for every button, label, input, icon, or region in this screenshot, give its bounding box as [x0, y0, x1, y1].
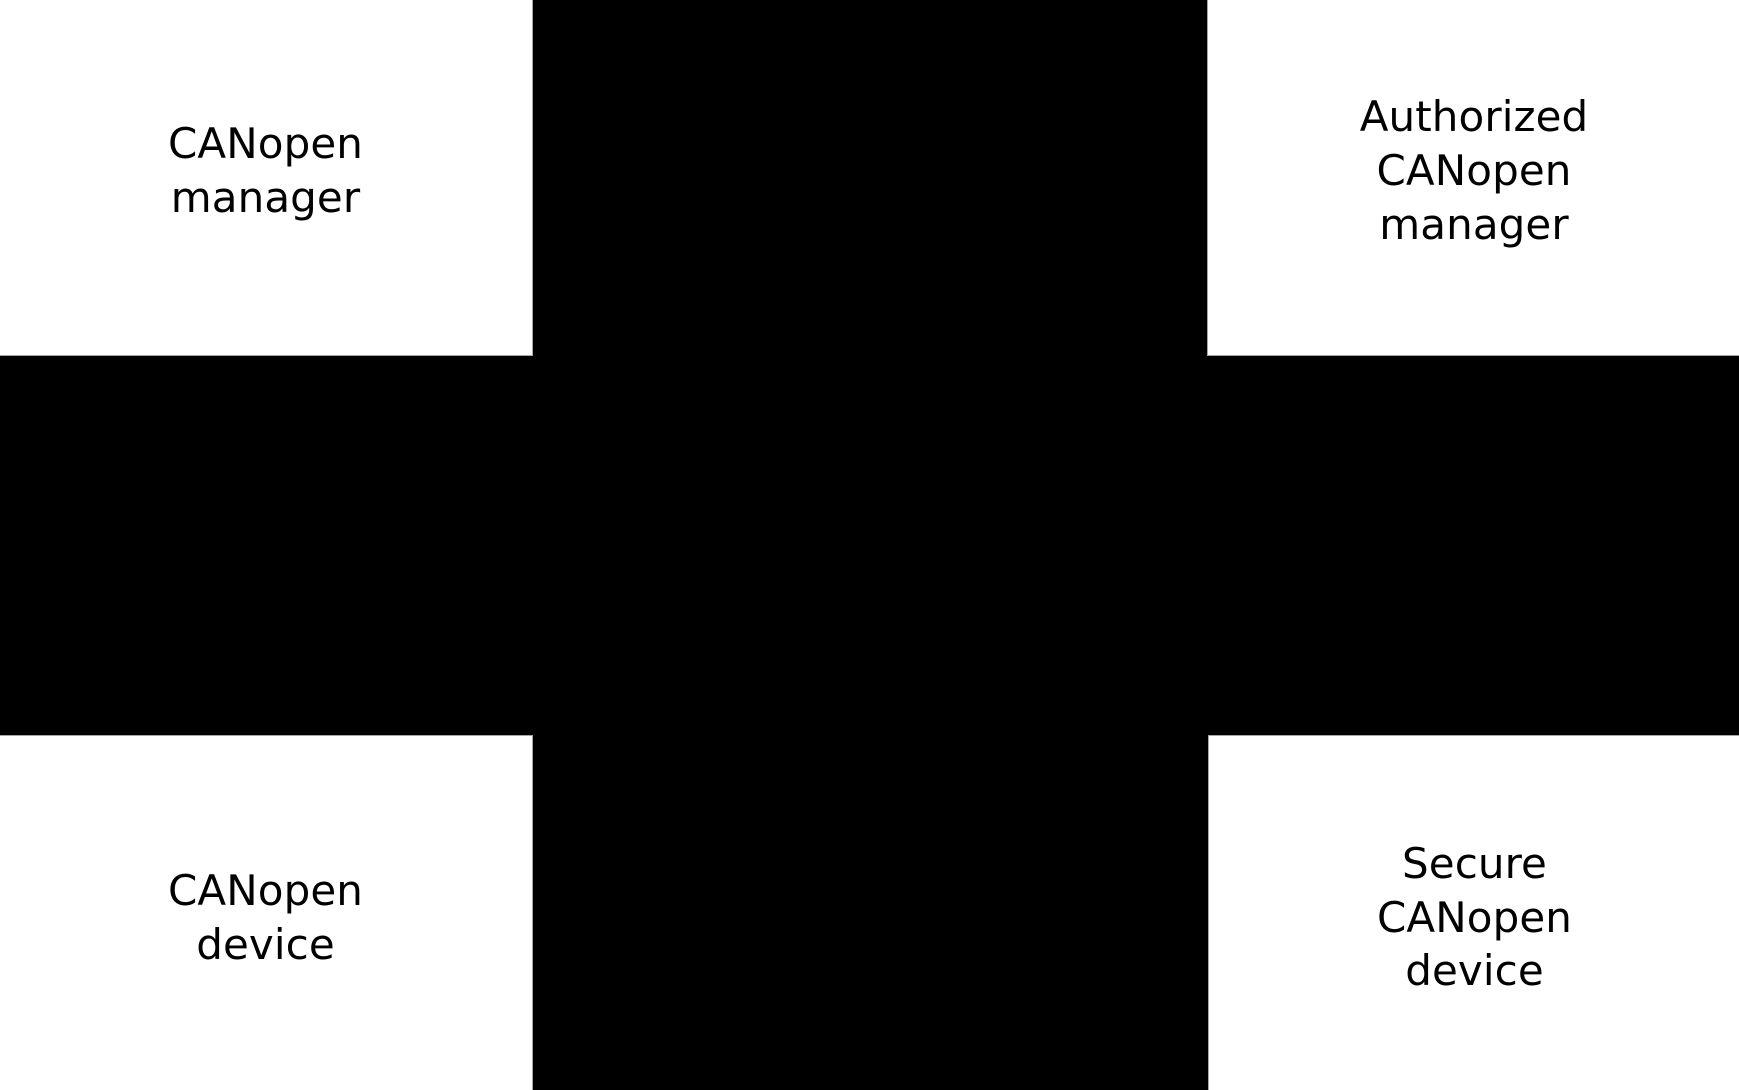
node-canopen-device-label: CANopen device — [168, 865, 363, 969]
node-secure-canopen-device[interactable]: Secure CANopen device — [1208, 735, 1739, 1090]
node-canopen-device[interactable]: CANopen device — [0, 735, 533, 1090]
node-authorized-canopen-manager[interactable]: Authorized CANopen manager — [1207, 0, 1739, 356]
node-authorized-canopen-manager-label: Authorized CANopen manager — [1359, 92, 1589, 249]
node-canopen-manager-label: CANopen manager — [168, 119, 363, 222]
node-canopen-manager[interactable]: CANopen manager — [0, 0, 533, 356]
node-secure-canopen-device-label: Secure CANopen device — [1377, 838, 1572, 996]
